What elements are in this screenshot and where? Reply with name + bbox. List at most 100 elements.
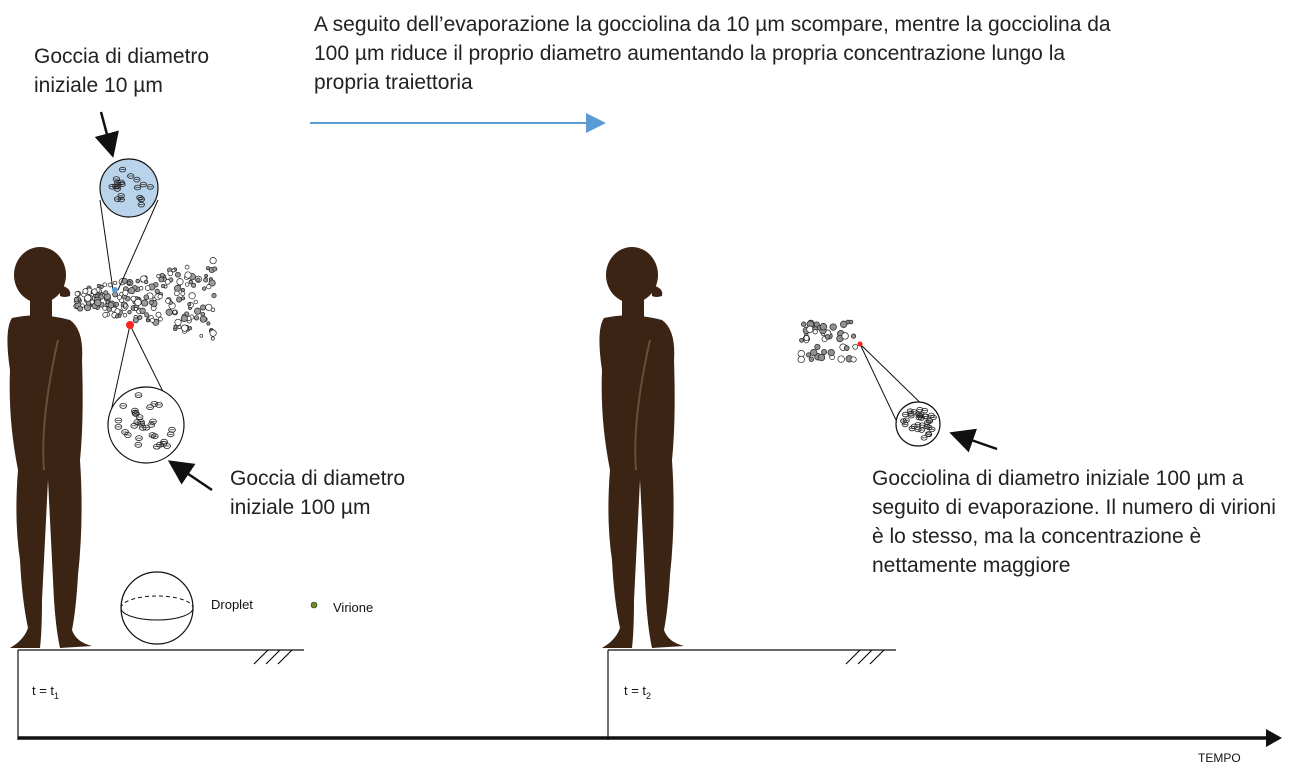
virion (134, 392, 143, 399)
virion (926, 418, 934, 424)
spray-particle (103, 290, 109, 296)
spray-particle (203, 277, 209, 283)
spray-particle (209, 329, 217, 337)
spray-particle (149, 317, 155, 323)
spray-particle (113, 280, 118, 285)
spray-particle (135, 278, 141, 284)
spray-particle (154, 288, 160, 294)
spray-particle (91, 288, 98, 295)
spray-particle (159, 272, 165, 278)
spray-particle (127, 280, 132, 285)
virion (114, 423, 123, 430)
spray-particle (803, 335, 810, 341)
virion (132, 410, 140, 417)
virion (146, 404, 154, 411)
virion (921, 407, 929, 414)
spray-particle (843, 345, 850, 351)
virion (133, 176, 141, 183)
spray-particle (199, 333, 204, 338)
spray-particle (205, 303, 213, 311)
spray-particle (848, 319, 854, 325)
spray-particle (102, 305, 108, 311)
virion (925, 431, 933, 438)
spray-particle (184, 264, 190, 270)
spray-particle (84, 294, 92, 302)
spray-particle (191, 282, 197, 288)
spray-particle (181, 324, 189, 332)
virion (149, 418, 157, 425)
virion (135, 435, 143, 442)
virion (142, 424, 151, 431)
spray-particle (202, 286, 207, 291)
spray-particle (206, 284, 212, 290)
spray-particle (181, 296, 186, 301)
spray-particle (852, 343, 859, 350)
spray-particle (176, 296, 183, 303)
spray-particle (180, 314, 188, 323)
spray-particle (144, 285, 151, 291)
spray-particle (821, 349, 828, 355)
spray-particle (139, 307, 146, 314)
spray-particle (829, 323, 837, 331)
spray-particle (812, 329, 818, 335)
pointer-arrow-evaporated (949, 428, 998, 453)
virion (114, 417, 123, 424)
virion (146, 184, 154, 190)
spray-particle (116, 294, 123, 300)
spray-particle (819, 323, 828, 331)
spray-particle (77, 305, 84, 312)
person-silhouette-t1 (7, 247, 92, 648)
spray-particle (196, 277, 201, 282)
virion (117, 179, 125, 186)
virion (127, 173, 135, 179)
virion (113, 186, 121, 192)
spray-particle (114, 314, 119, 319)
spray-particle (130, 295, 137, 302)
spray-particle (161, 283, 166, 289)
virion (168, 426, 176, 433)
spray-particle (156, 274, 161, 279)
virion (117, 196, 125, 203)
spray-particle (841, 332, 849, 340)
spray-particle (134, 307, 138, 311)
spray-particle (824, 334, 831, 340)
spray-particle (144, 312, 150, 318)
spray-particle (137, 314, 143, 320)
spray-particle (188, 326, 192, 331)
spray-particle (193, 315, 200, 321)
magnifier-evaporated (857, 341, 941, 447)
spray-particle (165, 298, 171, 304)
pointer-arrow-100um (167, 460, 213, 492)
spray-particle (851, 333, 857, 339)
spray-particle (840, 320, 848, 328)
droplet-10um-marker (112, 287, 118, 293)
virion (153, 443, 161, 450)
spray-particle (199, 315, 207, 323)
spray-particle (801, 321, 807, 327)
ground-panel-t2 (607, 649, 896, 740)
virion (137, 201, 145, 208)
ground-panel-t1 (17, 649, 304, 740)
spray-particle (212, 266, 218, 272)
virion (923, 423, 931, 430)
top-caption: A seguito dell’evaporazione la gocciolin… (314, 13, 1111, 94)
spray-particle (82, 288, 89, 295)
legend-droplet-label: Droplet (211, 597, 253, 612)
virion (119, 166, 127, 173)
spray-particle (210, 336, 215, 341)
time-label-t2: t = t2 (624, 683, 652, 701)
virion (159, 440, 168, 447)
spray-particle (172, 309, 178, 315)
spray-particle (167, 270, 174, 277)
spray-particle (188, 280, 193, 285)
virion (914, 422, 922, 428)
virion (910, 423, 918, 429)
label-100um: Goccia di diametro iniziale 100 µm (230, 467, 406, 519)
virion (113, 196, 122, 202)
spray-particle (171, 268, 176, 273)
virion (121, 429, 129, 435)
spray-particle (127, 309, 132, 315)
label-10um: Goccia di diametro iniziale 10 µm (34, 45, 210, 97)
spray-particle (141, 299, 149, 307)
